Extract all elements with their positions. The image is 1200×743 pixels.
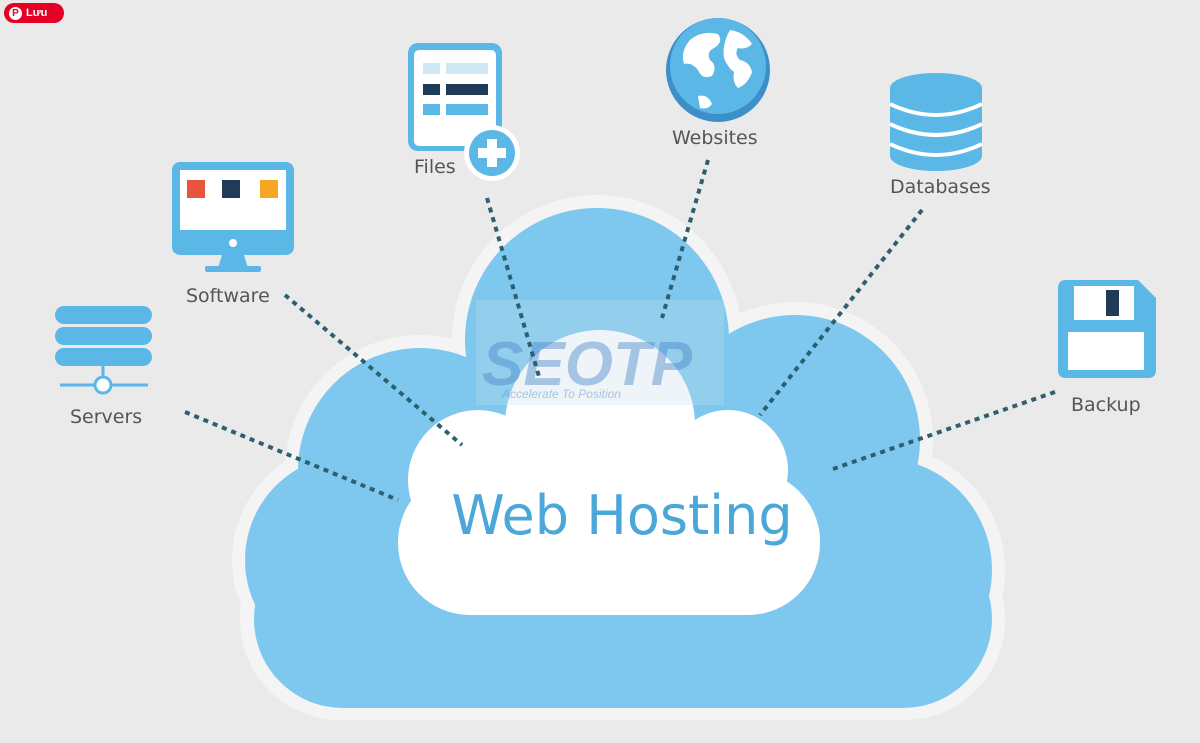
cloud-inner [398,330,820,615]
watermark-tagline: Accelerate To Position [501,387,621,401]
pinterest-save-label: Lưu [26,7,48,19]
connector-servers [184,410,399,502]
pinterest-icon: P [9,6,22,20]
node-label-backup: Backup [1071,394,1141,416]
node-label-files: Files [414,156,456,178]
file-add-icon [408,43,520,181]
floppy-disk-icon [1058,280,1156,378]
monitor-icon [172,162,294,272]
watermark-brand: SEOTP [482,330,693,399]
connectors [184,159,1056,502]
connector-software [283,293,464,447]
pinterest-save-button[interactable]: P Lưu [4,3,64,23]
server-stack-icon [55,306,152,395]
node-label-websites: Websites [672,127,758,149]
connector-websites [660,159,710,319]
database-icon [889,73,983,171]
watermark: SEOTP Accelerate To Position [476,300,724,405]
node-label-databases: Databases [890,176,991,198]
main-title: Web Hosting [451,484,792,547]
globe-icon [666,18,770,122]
connector-databases [758,208,924,417]
node-label-servers: Servers [70,406,143,428]
connector-files [485,197,542,381]
node-label-software: Software [186,285,270,307]
